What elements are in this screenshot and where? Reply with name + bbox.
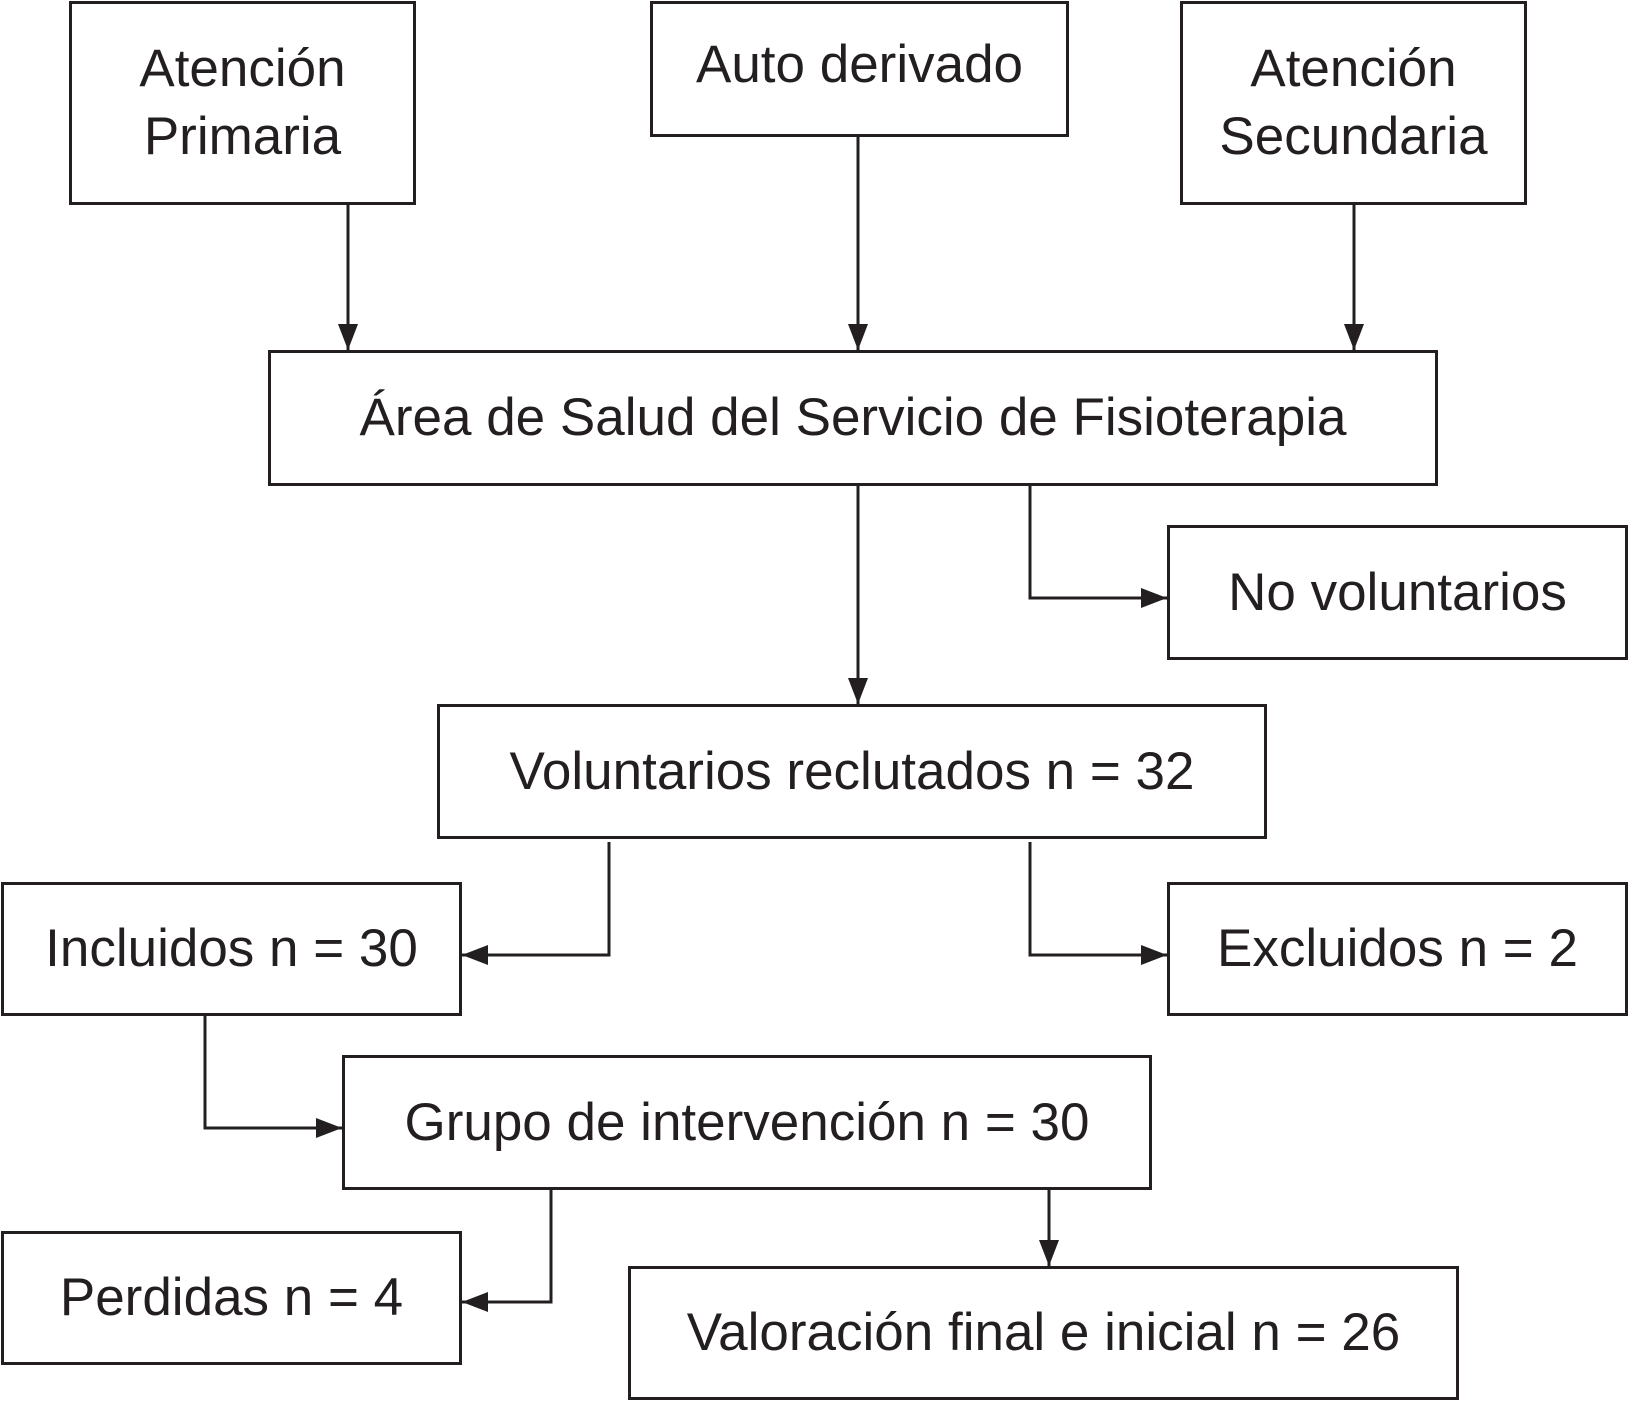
node-atencion-secundaria-line2: Secundaria	[1219, 107, 1488, 166]
node-excluidos: Excluidos n = 2	[1167, 882, 1628, 1016]
arrowhead-icon	[848, 678, 868, 704]
arrowhead-icon	[462, 1292, 488, 1312]
node-atencion-primaria-line1: Atención	[139, 39, 346, 98]
connector-line	[203, 1016, 342, 1130]
connector-atencion-primaria-to-area-salud	[338, 205, 358, 350]
node-auto-derivado: Auto derivado	[650, 1, 1069, 137]
arrowhead-icon	[462, 945, 488, 965]
node-valoracion-label: Valoración final e inicial n = 26	[686, 1303, 1401, 1362]
connector-area-salud-to-voluntarios	[848, 486, 868, 704]
arrowhead-icon	[316, 1118, 342, 1138]
arrowhead-icon	[1039, 1240, 1059, 1266]
connector-line	[462, 1190, 553, 1304]
node-atencion-secundaria: Atención Secundaria	[1180, 1, 1527, 205]
node-area-salud-label: Área de Salud del Servicio de Fisioterap…	[359, 388, 1347, 447]
connector-incluidos-to-grupo	[203, 1016, 342, 1138]
arrowhead-icon	[1141, 945, 1167, 965]
node-perdidas: Perdidas n = 4	[1, 1231, 462, 1365]
connector-atencion-secundaria-to-area-salud	[1344, 205, 1364, 350]
connector-line	[462, 842, 611, 957]
node-no-voluntarios-label: No voluntarios	[1228, 562, 1567, 622]
connector-auto-derivado-to-area-salud	[848, 137, 868, 350]
arrowhead-icon	[848, 324, 868, 350]
node-incluidos: Incluidos n = 30	[1, 882, 462, 1016]
arrowhead-icon	[1344, 324, 1364, 350]
connector-voluntarios-to-incluidos	[462, 842, 611, 965]
node-grupo: Grupo de intervención n = 30	[342, 1055, 1152, 1190]
connector-grupo-to-valoracion	[1039, 1190, 1059, 1266]
node-atencion-primaria: Atención Primaria	[69, 1, 416, 205]
arrowhead-icon	[338, 324, 358, 350]
node-area-salud: Área de Salud del Servicio de Fisioterap…	[268, 350, 1438, 486]
connector-line	[1028, 486, 1167, 600]
arrowhead-icon	[1141, 588, 1167, 608]
connector-voluntarios-to-excluidos	[1028, 842, 1167, 965]
node-grupo-label: Grupo de intervención n = 30	[404, 1092, 1090, 1152]
node-atencion-secundaria-line1: Atención	[1250, 39, 1457, 98]
node-atencion-primaria-line2: Primaria	[143, 107, 342, 166]
node-perdidas-label: Perdidas n = 4	[59, 1268, 404, 1327]
connector-line	[1028, 842, 1167, 957]
node-voluntarios-label: Voluntarios reclutados n = 32	[509, 741, 1195, 801]
node-voluntarios: Voluntarios reclutados n = 32	[437, 704, 1267, 839]
node-excluidos-label: Excluidos n = 2	[1217, 919, 1578, 978]
node-incluidos-label: Incluidos n = 30	[45, 919, 418, 978]
node-valoracion: Valoración final e inicial n = 26	[628, 1266, 1459, 1400]
connector-area-salud-to-no-voluntarios	[1028, 486, 1167, 608]
node-auto-derivado-label: Auto derivado	[695, 35, 1024, 94]
node-no-voluntarios: No voluntarios	[1167, 525, 1628, 660]
connector-grupo-to-perdidas	[462, 1190, 553, 1312]
